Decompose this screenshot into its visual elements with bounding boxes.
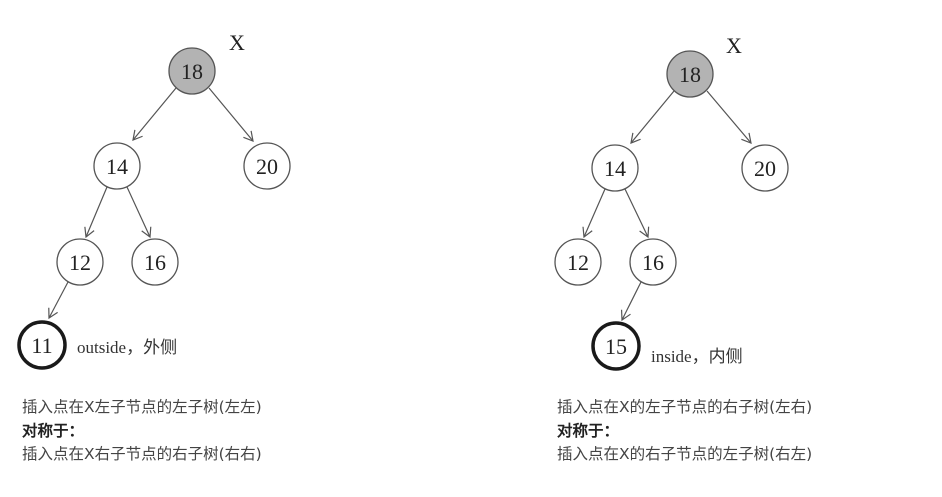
edge-16-15 (620, 281, 642, 322)
edge-18-20 (706, 90, 752, 144)
description-line-1: 插入点在X左子节点的左子树(左左) (22, 398, 262, 416)
left-description: 插入点在X左子节点的左子树(左左) 对称于： 插入点在X右子节点的右子树(右右) (22, 396, 262, 467)
node-inserted: 11 (17, 320, 67, 370)
node-left-left: 12 (554, 238, 602, 286)
node-label: 15 (605, 334, 627, 359)
description-line-1: 插入点在X的左子节点的右子树(左右) (557, 398, 813, 416)
node-label: 18 (679, 62, 701, 87)
edge-14-16 (126, 186, 152, 239)
node-label: 14 (106, 154, 128, 179)
edge-18-20 (208, 87, 254, 142)
description-line-3: 插入点在X右子节点的右子树(右右) (22, 445, 262, 463)
x-marker-label: X (726, 33, 742, 58)
node-label: 16 (642, 250, 664, 275)
edge-14-12 (582, 188, 606, 239)
node-left-right: 16 (131, 238, 179, 286)
description-line-3: 插入点在X的右子节点的左子树(右左) (557, 445, 813, 463)
edge-14-12 (84, 186, 108, 239)
node-label: 12 (567, 250, 589, 275)
node-left-child: 14 (93, 142, 141, 190)
node-label: 11 (31, 333, 52, 358)
right-tree: 18 X 14 20 12 16 15 (554, 33, 789, 371)
node-right-child: 20 (243, 142, 291, 190)
node-inserted: 15 (591, 321, 641, 371)
node-label: 16 (144, 250, 166, 275)
node-left-right: 16 (629, 238, 677, 286)
node-label: 12 (69, 250, 91, 275)
node-left-child: 14 (591, 144, 639, 192)
description-symmetric-label: 对称于： (22, 421, 85, 440)
node-label: 14 (604, 156, 626, 181)
edge-12-11 (48, 281, 69, 320)
node-root-x: 18 (666, 50, 714, 98)
left-tree: 18 X 14 20 12 16 11 (17, 30, 291, 370)
right-description: 插入点在X的左子节点的右子树(左右) 对称于： 插入点在X的右子节点的左子树(右… (557, 396, 812, 467)
description-symmetric-label: 对称于： (557, 421, 620, 440)
node-right-child: 20 (741, 144, 789, 192)
node-label: 20 (256, 154, 278, 179)
inside-annotation: inside，内侧 (651, 347, 743, 366)
node-label: 18 (181, 59, 203, 84)
edge-14-16 (624, 188, 650, 239)
outside-annotation: outside，外侧 (77, 338, 178, 357)
node-label: 20 (754, 156, 776, 181)
edge-18-14 (132, 87, 177, 141)
node-left-left: 12 (56, 238, 104, 286)
edge-18-14 (630, 90, 675, 144)
node-root-x: 18 (168, 47, 216, 95)
x-marker-label: X (229, 30, 245, 55)
